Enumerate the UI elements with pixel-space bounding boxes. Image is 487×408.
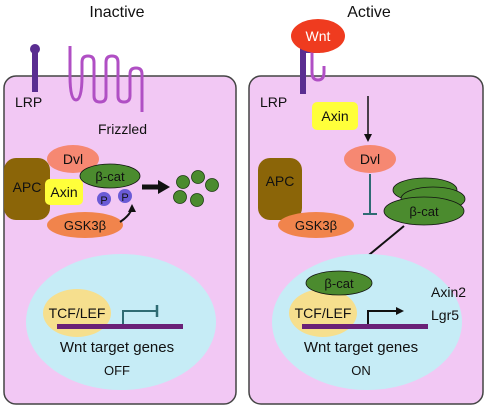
inactive-state-label: OFF [104, 363, 130, 378]
active-dvl [344, 145, 396, 173]
inactive-degradation-arrowhead [158, 180, 170, 194]
inactive-bcat [79, 163, 141, 189]
inactive-blocked-transcription [122, 310, 156, 324]
active-lrp-receptor [300, 48, 306, 94]
active-axin [312, 102, 358, 130]
inactive-phospho-1 [97, 192, 111, 206]
inactive-frizzled-receptor [68, 46, 144, 112]
inactive-apc-label: APC [13, 179, 42, 195]
active-panel: Active Wnt LRP Axin Dvl APC GSK3β [248, 4, 484, 405]
inactive-dna [57, 324, 183, 329]
active-title: Active [347, 4, 391, 21]
inactive-phosphorylation-arrow [119, 204, 136, 223]
active-gene1-label: Axin2 [431, 284, 466, 300]
inactive-phospho-1-label: P [100, 195, 107, 207]
active-wnt-label: Wnt [306, 28, 331, 44]
inactive-gsk3b-label: GSK3β [64, 218, 106, 233]
active-dna [302, 324, 428, 329]
active-frizzled-receptor [310, 52, 326, 82]
active-gene2-label: Lgr5 [431, 307, 459, 323]
active-transcription-arrow [367, 307, 404, 324]
inactive-lrp-label: LRP [15, 94, 42, 110]
active-bcat-stack [383, 177, 466, 226]
inactive-gsk3b [47, 212, 123, 238]
inactive-axin [45, 179, 83, 205]
inactive-panel: Inactive LRP Frizzled APC Dvl Axin β-cat… [3, 4, 237, 405]
active-target-label: Wnt target genes [304, 339, 418, 356]
active-bcat-cyto-label: β-cat [409, 204, 439, 219]
active-gsk3b-label: GSK3β [295, 218, 337, 233]
inactive-lrp-head [30, 44, 40, 54]
inactive-title: Inactive [89, 4, 144, 21]
active-bcat-nuc-label: β-cat [324, 276, 354, 291]
active-bcat-cyto [383, 196, 465, 226]
active-apc-label: APC [266, 173, 295, 189]
inactive-tcf-label: TCF/LEF [49, 305, 106, 321]
active-wnt [291, 19, 345, 53]
active-dvl-label: Dvl [360, 151, 380, 167]
active-lrp-label: LRP [260, 94, 287, 110]
inactive-dvl-label: Dvl [63, 151, 83, 167]
active-tcf-label: TCF/LEF [295, 305, 352, 321]
active-gsk3b [278, 212, 354, 238]
inactive-nucleus [26, 254, 216, 390]
inactive-lrp-receptor [32, 48, 38, 92]
inactive-axin-label: Axin [50, 184, 77, 200]
inactive-dvl [47, 145, 99, 173]
active-axin-label: Axin [321, 108, 348, 124]
active-apc [258, 158, 302, 220]
inactive-phospho-2-label: P [121, 192, 128, 204]
inactive-target-label: Wnt target genes [60, 339, 174, 356]
inactive-apc [4, 158, 50, 220]
inactive-degraded-bcat [173, 170, 219, 207]
active-state-label: ON [351, 363, 371, 378]
inactive-bcat-label: β-cat [95, 169, 125, 184]
inactive-frizzled-label: Frizzled [98, 121, 147, 137]
inactive-phospho-2 [118, 189, 132, 203]
active-bcat-nuc [305, 270, 373, 296]
